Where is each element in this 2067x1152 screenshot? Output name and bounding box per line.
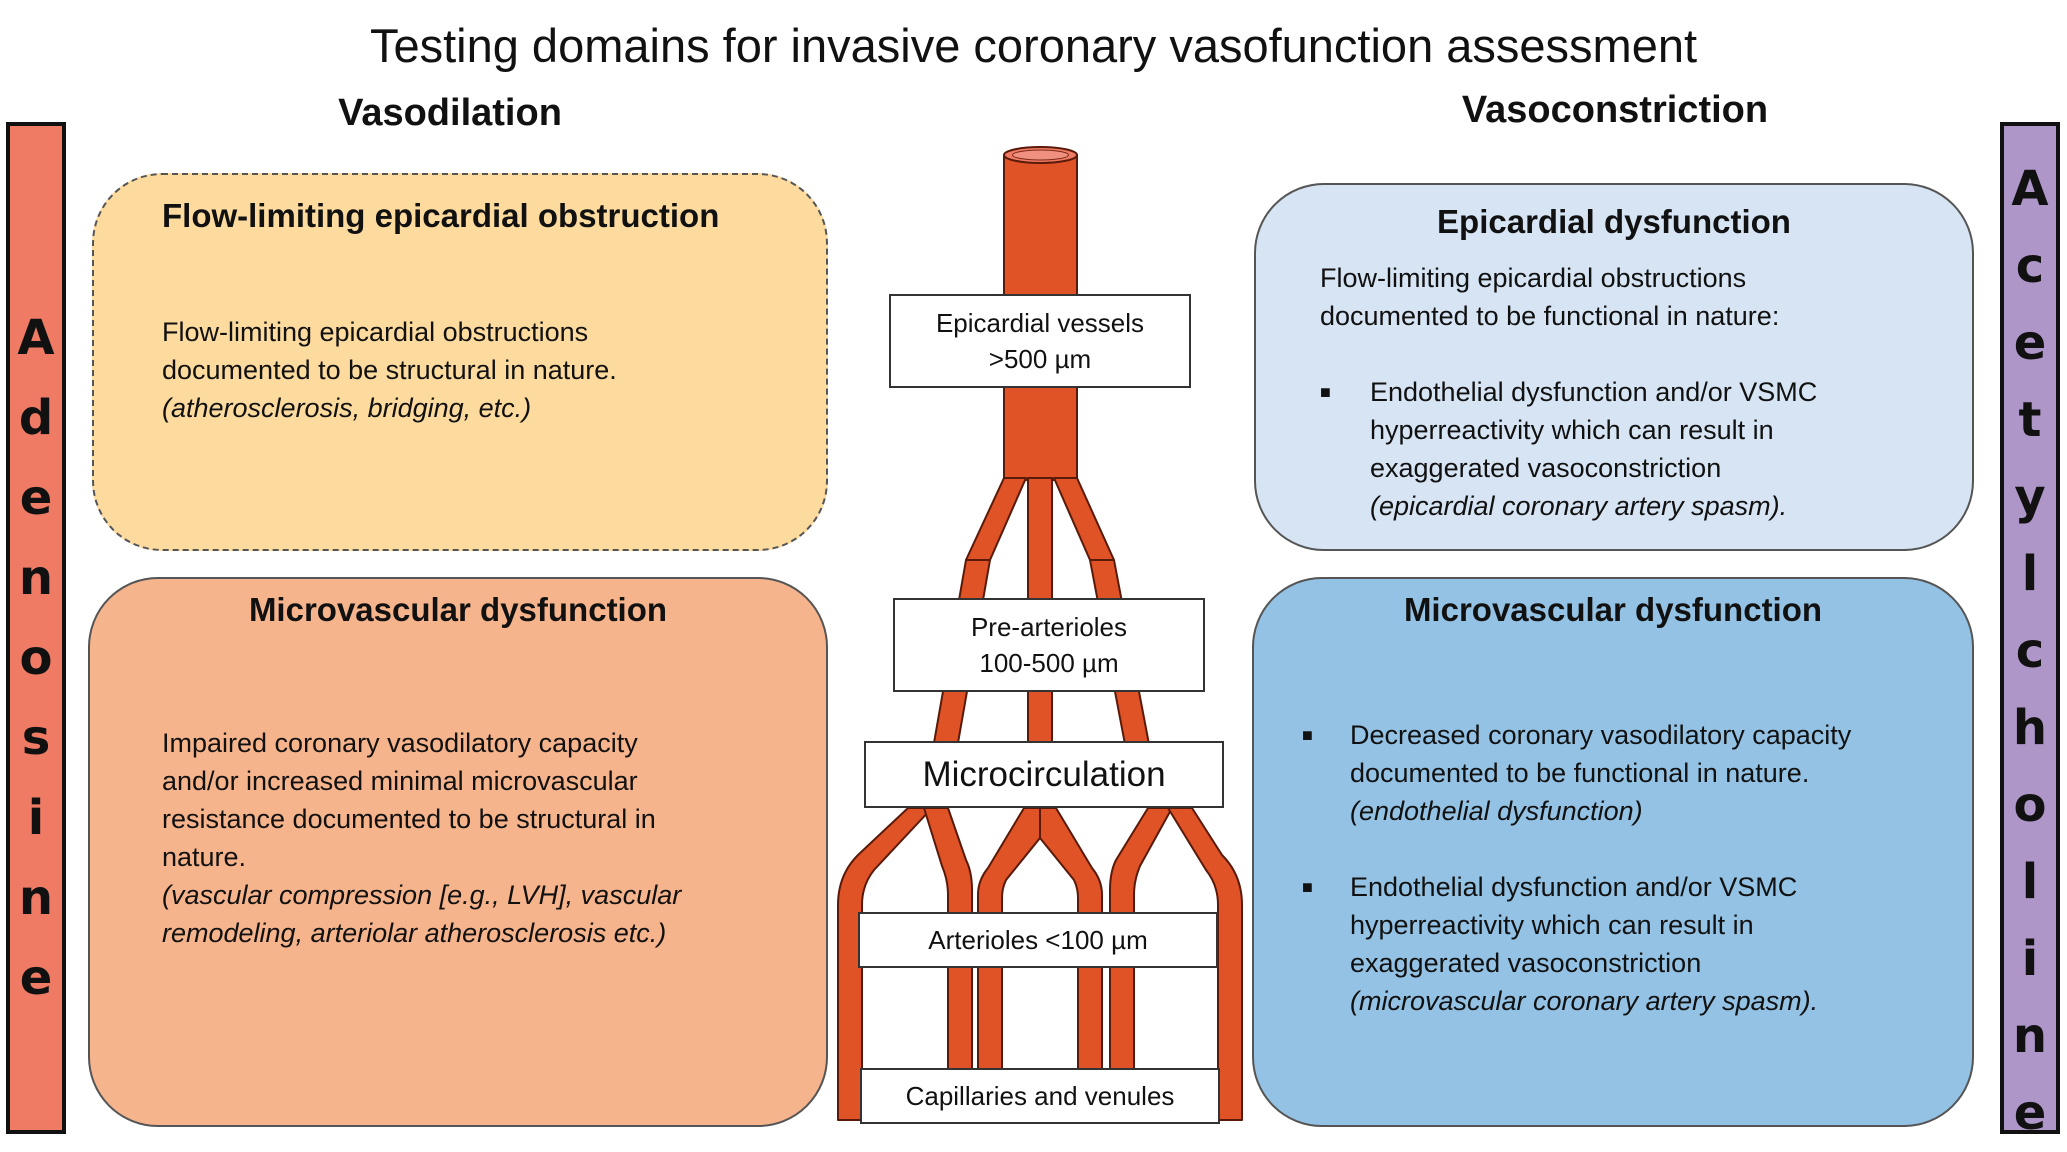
bullet-square-icon: ■ <box>1302 725 1313 745</box>
box-title: Epicardial dysfunction <box>1437 203 1791 240</box>
sidebar-letter: e <box>2013 315 2047 371</box>
body-line: Endothelial dysfunction and/or VSMC <box>1370 377 1818 407</box>
diagram-title: Testing domains for invasive coronary va… <box>369 19 1698 72</box>
adenosine-sidebar: A d e n o s i n e <box>6 122 66 1134</box>
sidebar-letter: d <box>18 390 54 446</box>
sidebar-letter: A <box>2011 161 2049 217</box>
sidebar-letter: n <box>18 550 54 606</box>
vasoconstriction-heading: Vasoconstriction <box>1461 89 1769 131</box>
box-body: Impaired coronary vasodilatory capacity … <box>162 724 681 952</box>
bullet-item: ■ Decreased coronary vasodilatory capaci… <box>1302 716 1851 830</box>
label-line: >500 µm <box>988 344 1092 374</box>
sidebar-letter: c <box>2015 238 2045 294</box>
microcirculation-label: Microcirculation <box>864 741 1224 808</box>
sidebar-letter: t <box>2018 392 2042 448</box>
branch-left <box>965 477 1027 561</box>
body-line: resistance documented to be structural i… <box>162 804 656 834</box>
body-line: documented to be functional in nature. <box>1350 758 1810 788</box>
sidebar-letter: c <box>2015 623 2045 679</box>
sidebar-letter: h <box>2012 700 2048 756</box>
bullet-square-icon: ■ <box>1302 877 1313 897</box>
body-examples: (atherosclerosis, bridging, etc.) <box>162 393 532 423</box>
sidebar-letter: n <box>2012 1008 2048 1064</box>
body-examples: (epicardial coronary artery spasm). <box>1370 491 1788 521</box>
arteriole-outer-right <box>1167 807 1243 1121</box>
body-examples: remodeling, arteriolar atherosclerosis e… <box>162 918 667 948</box>
box-body: Flow-limiting epicardial obstructions do… <box>162 313 617 427</box>
bullet-square-icon: ■ <box>1320 382 1331 402</box>
body-examples: (endothelial dysfunction) <box>1350 796 1643 826</box>
branch-right <box>1053 477 1115 561</box>
capillaries-venules-label: Capillaries and venules <box>860 1068 1220 1124</box>
bullet-item: ■ Endothelial dysfunction and/or VSMC hy… <box>1320 373 1817 525</box>
box-body: ■ Decreased coronary vasodilatory capaci… <box>1302 716 1851 1020</box>
sidebar-letter: e <box>2013 1085 2047 1141</box>
sidebar-letter: o <box>19 630 53 686</box>
sidebar-letter: s <box>21 710 51 766</box>
microvascular-dysfunction-functional-box: Microvascular dysfunction ■ Decreased co… <box>1252 577 1974 1127</box>
sidebar-letter: i <box>2021 931 2039 987</box>
box-body: Flow-limiting epicardial obstructions do… <box>1320 259 1817 525</box>
epicardial-dysfunction-box: Epicardial dysfunction Flow-limiting epi… <box>1254 183 1974 551</box>
label-line: 100-500 µm <box>979 648 1119 678</box>
body-line: Flow-limiting epicardial obstructions <box>162 317 589 347</box>
label-line: Epicardial vessels <box>935 308 1145 338</box>
vessel-lumen-inner <box>1012 149 1069 161</box>
body-line: nature. <box>162 842 247 872</box>
body-line: documented to be structural in nature. <box>162 355 617 385</box>
body-line: Endothelial dysfunction and/or VSMC <box>1350 872 1798 902</box>
sidebar-letter: i <box>27 790 45 846</box>
vasodilation-heading: Vasodilation <box>338 92 562 134</box>
body-examples: (microvascular coronary artery spasm). <box>1350 986 1819 1016</box>
body-line: exaggerated vasoconstriction <box>1350 948 1702 978</box>
sidebar-letter: n <box>18 870 54 926</box>
box-title: Microvascular dysfunction <box>248 591 668 628</box>
body-line: Flow-limiting epicardial obstructions <box>1320 263 1747 293</box>
sidebar-letter: l <box>2021 546 2039 602</box>
flow-limiting-obstruction-box: Flow-limiting epicardial obstruction Flo… <box>92 173 828 551</box>
pre-arterioles-label: Pre-arterioles 100-500 µm <box>893 598 1205 692</box>
body-examples: (vascular compression [e.g., LVH], vascu… <box>162 880 682 910</box>
box-title: Flow-limiting epicardial obstruction <box>162 197 720 234</box>
body-line: hyperreactivity which can result in <box>1370 415 1774 445</box>
sidebar-letter: o <box>2013 777 2047 833</box>
epicardial-vessels-label: Epicardial vessels >500 µm <box>889 294 1191 388</box>
sidebar-letter: y <box>2014 469 2046 525</box>
body-line: exaggerated vasoconstriction <box>1370 453 1722 483</box>
acetylcholine-sidebar: A c e t y l c h o l i n e <box>2000 122 2060 1141</box>
sidebar-letter: e <box>19 950 53 1006</box>
sidebar-letter: A <box>17 310 55 366</box>
arterioles-label: Arterioles <100 µm <box>858 912 1218 968</box>
bullet-item: ■ Endothelial dysfunction and/or VSMC hy… <box>1302 868 1851 1020</box>
body-line: hyperreactivity which can result in <box>1350 910 1754 940</box>
sidebar-letter: l <box>2021 854 2039 910</box>
sidebar-letter: e <box>19 470 53 526</box>
microvascular-dysfunction-structural-box: Microvascular dysfunction Impaired coron… <box>88 577 828 1127</box>
body-line: Decreased coronary vasodilatory capacity <box>1350 720 1852 750</box>
box-title: Microvascular dysfunction <box>1403 591 1823 628</box>
body-line: Impaired coronary vasodilatory capacity <box>162 728 638 758</box>
body-line: documented to be functional in nature: <box>1320 301 1780 331</box>
body-line: and/or increased minimal microvascular <box>162 766 638 796</box>
label-line: Pre-arterioles <box>970 612 1128 642</box>
